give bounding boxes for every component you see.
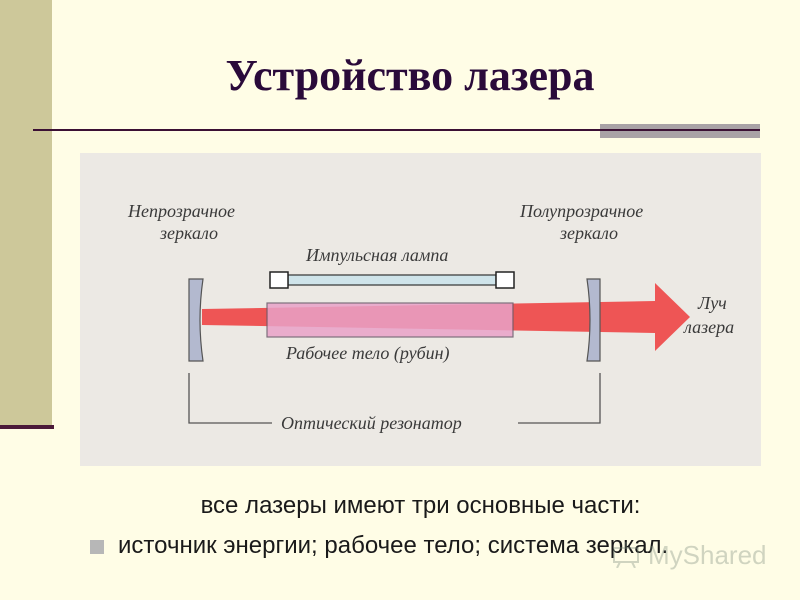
label-opaque-mirror-1: Непрозрачное <box>127 201 235 221</box>
side-accent-bar <box>0 0 52 427</box>
watermark-text: MyShared <box>648 540 767 570</box>
label-semi-mirror-2: зеркало <box>559 223 618 243</box>
label-opaque-mirror-2: зеркало <box>159 223 218 243</box>
title-divider <box>33 129 600 131</box>
bullet-item: источник энергии; рабочее тело; система … <box>90 532 780 562</box>
ruby-rod <box>266 302 514 338</box>
label-resonator: Оптический резонатор <box>281 413 462 433</box>
resonator-bracket <box>188 373 601 424</box>
watermark: MyShared <box>612 540 767 570</box>
side-accent-bar-foot <box>0 425 54 429</box>
label-working-body: Рабочее тело (рубин) <box>285 343 450 364</box>
slide-caption: все лазеры имеют три основные части: <box>200 492 641 519</box>
laser-diagram: Непрозрачное зеркало Полупрозрачное зерк… <box>80 153 761 466</box>
bullet-square-icon <box>90 540 104 554</box>
label-beam-1: Луч <box>697 293 727 313</box>
title-divider-block <box>600 124 760 138</box>
flash-lamp-right-cap <box>495 271 515 289</box>
label-beam-2: лазера <box>683 317 734 337</box>
opaque-mirror <box>188 278 204 362</box>
flash-lamp-tube <box>287 274 497 286</box>
watermark-logo-icon <box>613 542 639 568</box>
slide-title: Устройство лазера <box>225 51 595 100</box>
label-semi-mirror-1: Полупрозрачное <box>519 201 643 221</box>
title-divider-block-line <box>600 129 760 131</box>
semi-transparent-mirror <box>586 278 601 362</box>
label-flash-lamp: Импульсная лампа <box>305 245 448 265</box>
flash-lamp-left-cap <box>269 271 289 289</box>
bullet-text: источник энергии; рабочее тело; система … <box>118 532 669 559</box>
